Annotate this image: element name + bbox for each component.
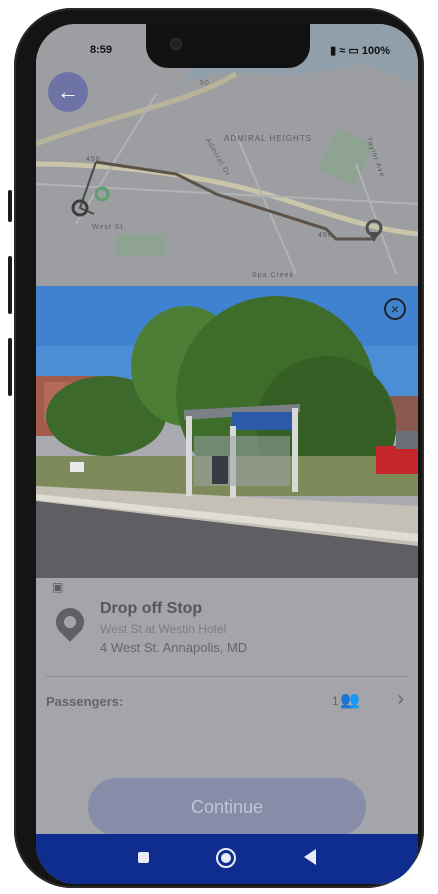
map-label-road-450-a: 450	[86, 156, 101, 163]
battery-level: 100	[361, 45, 381, 57]
bus-stop-image	[36, 286, 418, 578]
recent-apps-icon[interactable]	[138, 852, 149, 863]
drop-off-address: 4 West St. Annapolis, MD	[100, 640, 248, 655]
passengers-count: 1	[332, 694, 339, 708]
passengers-label: Passengers:	[46, 694, 124, 709]
front-camera	[170, 38, 182, 50]
arrow-left-icon: ←	[57, 79, 79, 104]
signal-icon: ▮	[330, 45, 337, 57]
close-photo-button[interactable]: ×	[384, 298, 406, 320]
map-label-road-50: 50	[200, 80, 210, 87]
origin-marker	[94, 186, 110, 202]
wifi-icon: ≈	[339, 45, 346, 57]
location-pin-icon	[50, 602, 90, 642]
route-line	[95, 160, 374, 241]
route-map[interactable]: ADMIRAL HEIGHTS 450 450 50 West St Admir…	[36, 24, 418, 294]
stop-photo: ×	[36, 286, 418, 578]
close-icon: ×	[390, 301, 400, 317]
battery-unit: %	[380, 45, 390, 57]
drop-off-title: Drop off Stop	[100, 600, 203, 617]
screen: ADMIRAL HEIGHTS 450 450 50 West St Admir…	[36, 24, 418, 884]
battery-icon: ▭	[348, 45, 359, 57]
continue-button[interactable]: Continue	[88, 778, 366, 836]
system-nav-bar	[36, 834, 418, 884]
status-time: 8:59	[90, 44, 113, 56]
map-label-street-west: West St	[92, 224, 124, 231]
home-icon[interactable]	[216, 848, 236, 868]
chevron-right-icon[interactable]: ›	[397, 688, 404, 710]
people-icon: 👥	[340, 692, 360, 709]
map-label-creek: Spa Creek	[252, 272, 295, 279]
back-triangle-icon[interactable]	[304, 849, 316, 865]
drop-off-location-name: West St at Westin Hotel	[100, 622, 227, 636]
bus-icon: ▣	[52, 580, 64, 594]
pickup-marker	[71, 199, 89, 217]
map-label-neighborhood: ADMIRAL HEIGHTS	[224, 134, 313, 143]
divider	[46, 676, 408, 677]
phone-volume-down	[8, 338, 12, 396]
phone-volume-up	[8, 256, 12, 314]
status-right: ▮ ≈ ▭ 100%	[330, 44, 390, 57]
map-label-road-450-b: 450	[318, 232, 333, 239]
status-bar: 8:59 ▮ ≈ ▭ 100%	[36, 44, 418, 62]
phone-side-button	[8, 190, 12, 222]
back-button[interactable]: ←	[48, 72, 88, 112]
trip-details-panel: ▣ Drop off Stop West St at Westin Hotel …	[36, 578, 418, 836]
map-graphic	[36, 24, 418, 294]
